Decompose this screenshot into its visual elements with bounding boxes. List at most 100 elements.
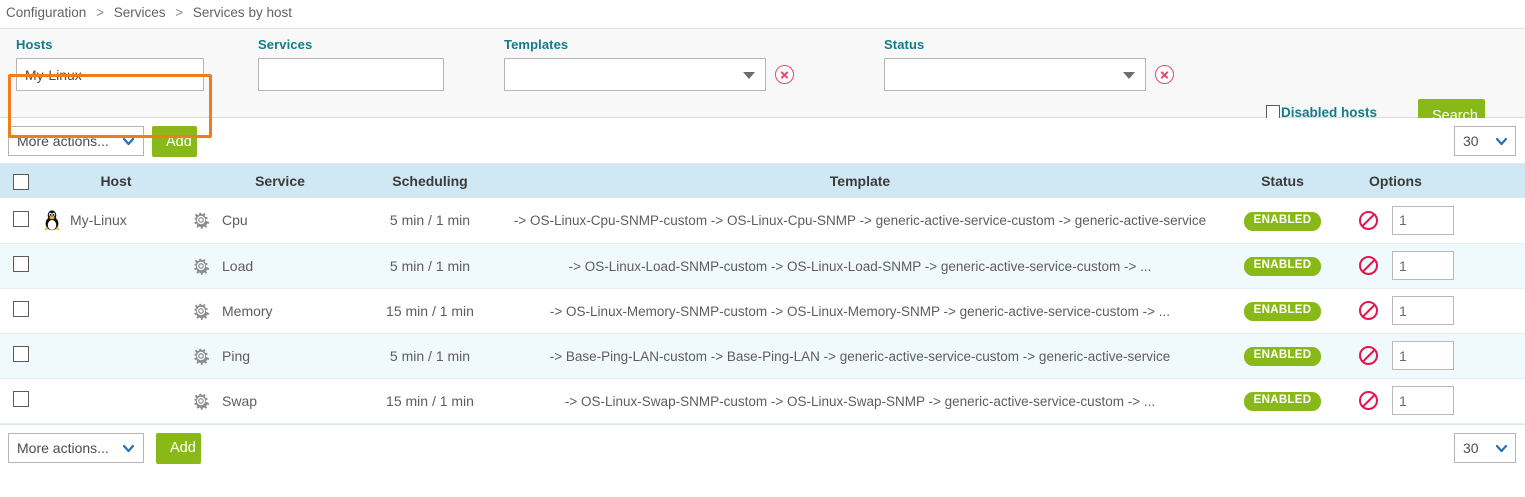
table-header-row: Host Service Scheduling Template Status … (0, 164, 1525, 198)
chevron-down-icon (123, 443, 134, 454)
row-service-cell: Ping (190, 333, 370, 379)
row-template: -> OS-Linux-Swap-SNMP-custom -> OS-Linux… (490, 378, 1230, 424)
disable-service-icon[interactable] (1359, 256, 1378, 275)
row-scheduling: 5 min / 1 min (370, 333, 490, 379)
breadcrumb-separator: > (96, 5, 104, 20)
page-size-select-top[interactable]: 30 (1454, 126, 1516, 156)
row-template-text: -> OS-Linux-Memory-SNMP-custom -> OS-Lin… (549, 303, 1171, 319)
table-row: Memory 15 min / 1 min -> OS-Linux-Memory… (0, 288, 1525, 334)
status-badge: ENABLED (1243, 347, 1322, 366)
page-size-value-top: 30 (1463, 133, 1479, 149)
select-all-checkbox[interactable] (13, 173, 29, 190)
header-template[interactable]: Template (490, 164, 1230, 198)
quantity-input[interactable] (1392, 341, 1454, 370)
header-status[interactable]: Status (1230, 164, 1335, 198)
row-service-label[interactable]: Memory (222, 302, 273, 319)
header-host[interactable]: Host (42, 164, 190, 198)
breadcrumb-item-configuration[interactable]: Configuration (6, 5, 87, 20)
header-options: Options (1335, 164, 1525, 198)
row-host-label[interactable]: My-Linux (70, 212, 127, 229)
row-host-cell (42, 288, 190, 334)
row-status-cell: ENABLED (1230, 288, 1335, 334)
chevron-down-icon (123, 136, 134, 147)
more-actions-select-top[interactable]: More actions... (8, 126, 144, 156)
disable-service-icon[interactable] (1359, 210, 1378, 230)
quantity-input[interactable] (1392, 296, 1454, 325)
disable-service-icon[interactable] (1359, 301, 1378, 320)
row-template-text: -> OS-Linux-Load-SNMP-custom -> OS-Linux… (568, 258, 1152, 274)
row-checkbox[interactable] (13, 346, 29, 362)
quantity-input[interactable] (1392, 386, 1454, 415)
row-host-cell: My-Linux (42, 198, 190, 244)
row-status-cell: ENABLED (1230, 198, 1335, 244)
row-service-cell: Swap (190, 378, 370, 424)
row-scheduling: 15 min / 1 min (370, 288, 490, 334)
toolbar-bottom: More actions... Add 30 (0, 423, 1525, 470)
tux-linux-icon (44, 210, 60, 231)
services-table: Host Service Scheduling Template Status … (0, 164, 1525, 424)
gear-icon (194, 393, 210, 410)
quantity-input[interactable] (1392, 251, 1454, 280)
row-checkbox-cell (0, 198, 42, 244)
add-button-bottom[interactable]: Add (156, 432, 201, 464)
header-scheduling[interactable]: Scheduling (370, 164, 490, 198)
page-size-select-bottom[interactable]: 30 (1454, 432, 1516, 463)
row-scheduling: 5 min / 1 min (370, 243, 490, 289)
chevron-down-icon (1496, 136, 1507, 147)
add-button-top[interactable]: Add (152, 126, 197, 157)
status-clear-icon[interactable] (1155, 65, 1174, 84)
row-options-cell (1335, 288, 1525, 334)
gear-icon (194, 212, 210, 230)
disabled-hosts-label: Disabled hosts (1281, 105, 1378, 120)
chevron-down-icon (1123, 71, 1135, 79)
row-checkbox[interactable] (13, 391, 29, 407)
disabled-hosts-checkbox[interactable] (1266, 105, 1280, 119)
row-service-label[interactable]: Cpu (222, 212, 248, 229)
chevron-down-icon (1496, 443, 1507, 454)
more-actions-select-bottom[interactable]: More actions... (8, 432, 144, 463)
row-template: -> Base-Ping-LAN-custom -> Base-Ping-LAN… (490, 333, 1230, 379)
row-checkbox-cell (0, 378, 42, 424)
table-body: My-Linux Cpu 5 min / 1 min -> OS-Linux-C… (0, 198, 1525, 424)
breadcrumb-separator: > (175, 5, 184, 20)
more-actions-label-bottom: More actions... (17, 439, 109, 456)
breadcrumb: Configuration > Services > Services by h… (0, 0, 1525, 28)
row-service-label[interactable]: Load (222, 257, 254, 274)
filter-panel: Hosts Services Templates Status Disabled… (0, 28, 1525, 145)
hosts-filter-label: Hosts (16, 37, 53, 52)
row-checkbox[interactable] (13, 210, 29, 227)
header-service[interactable]: Service (190, 164, 370, 198)
disabled-hosts-toggle[interactable]: Disabled hosts (1266, 105, 1377, 120)
row-status-cell: ENABLED (1230, 378, 1335, 424)
row-options-cell (1335, 243, 1525, 289)
quantity-input[interactable] (1392, 205, 1454, 235)
templates-select[interactable] (504, 58, 766, 91)
row-service-cell: Cpu (190, 198, 370, 244)
table-row: Load 5 min / 1 min -> OS-Linux-Load-SNMP… (0, 243, 1525, 289)
status-select[interactable] (884, 58, 1146, 91)
table-row: My-Linux Cpu 5 min / 1 min -> OS-Linux-C… (0, 198, 1525, 244)
status-badge: ENABLED (1243, 257, 1322, 276)
gear-icon (194, 348, 210, 365)
disable-service-icon[interactable] (1359, 346, 1378, 365)
services-filter-label: Services (258, 37, 313, 52)
templates-clear-icon[interactable] (775, 65, 794, 84)
row-service-label[interactable]: Swap (222, 392, 258, 409)
hosts-input[interactable] (16, 58, 204, 91)
row-host-cell (42, 243, 190, 289)
row-template: -> OS-Linux-Memory-SNMP-custom -> OS-Lin… (490, 288, 1230, 334)
row-status-cell: ENABLED (1230, 333, 1335, 379)
disable-service-icon[interactable] (1359, 391, 1378, 410)
row-service-label[interactable]: Ping (222, 347, 251, 364)
row-template-text: -> OS-Linux-Cpu-SNMP-custom -> OS-Linux-… (513, 213, 1207, 229)
table-row: Swap 15 min / 1 min -> OS-Linux-Swap-SNM… (0, 378, 1525, 424)
breadcrumb-item-services-by-host[interactable]: Services by host (192, 5, 292, 20)
row-checkbox[interactable] (13, 301, 29, 317)
status-filter-label: Status (884, 37, 925, 52)
services-input[interactable] (258, 58, 444, 91)
row-checkbox-cell (0, 243, 42, 289)
breadcrumb-item-services[interactable]: Services (113, 5, 166, 20)
row-checkbox[interactable] (13, 256, 29, 272)
row-service-cell: Load (190, 243, 370, 289)
